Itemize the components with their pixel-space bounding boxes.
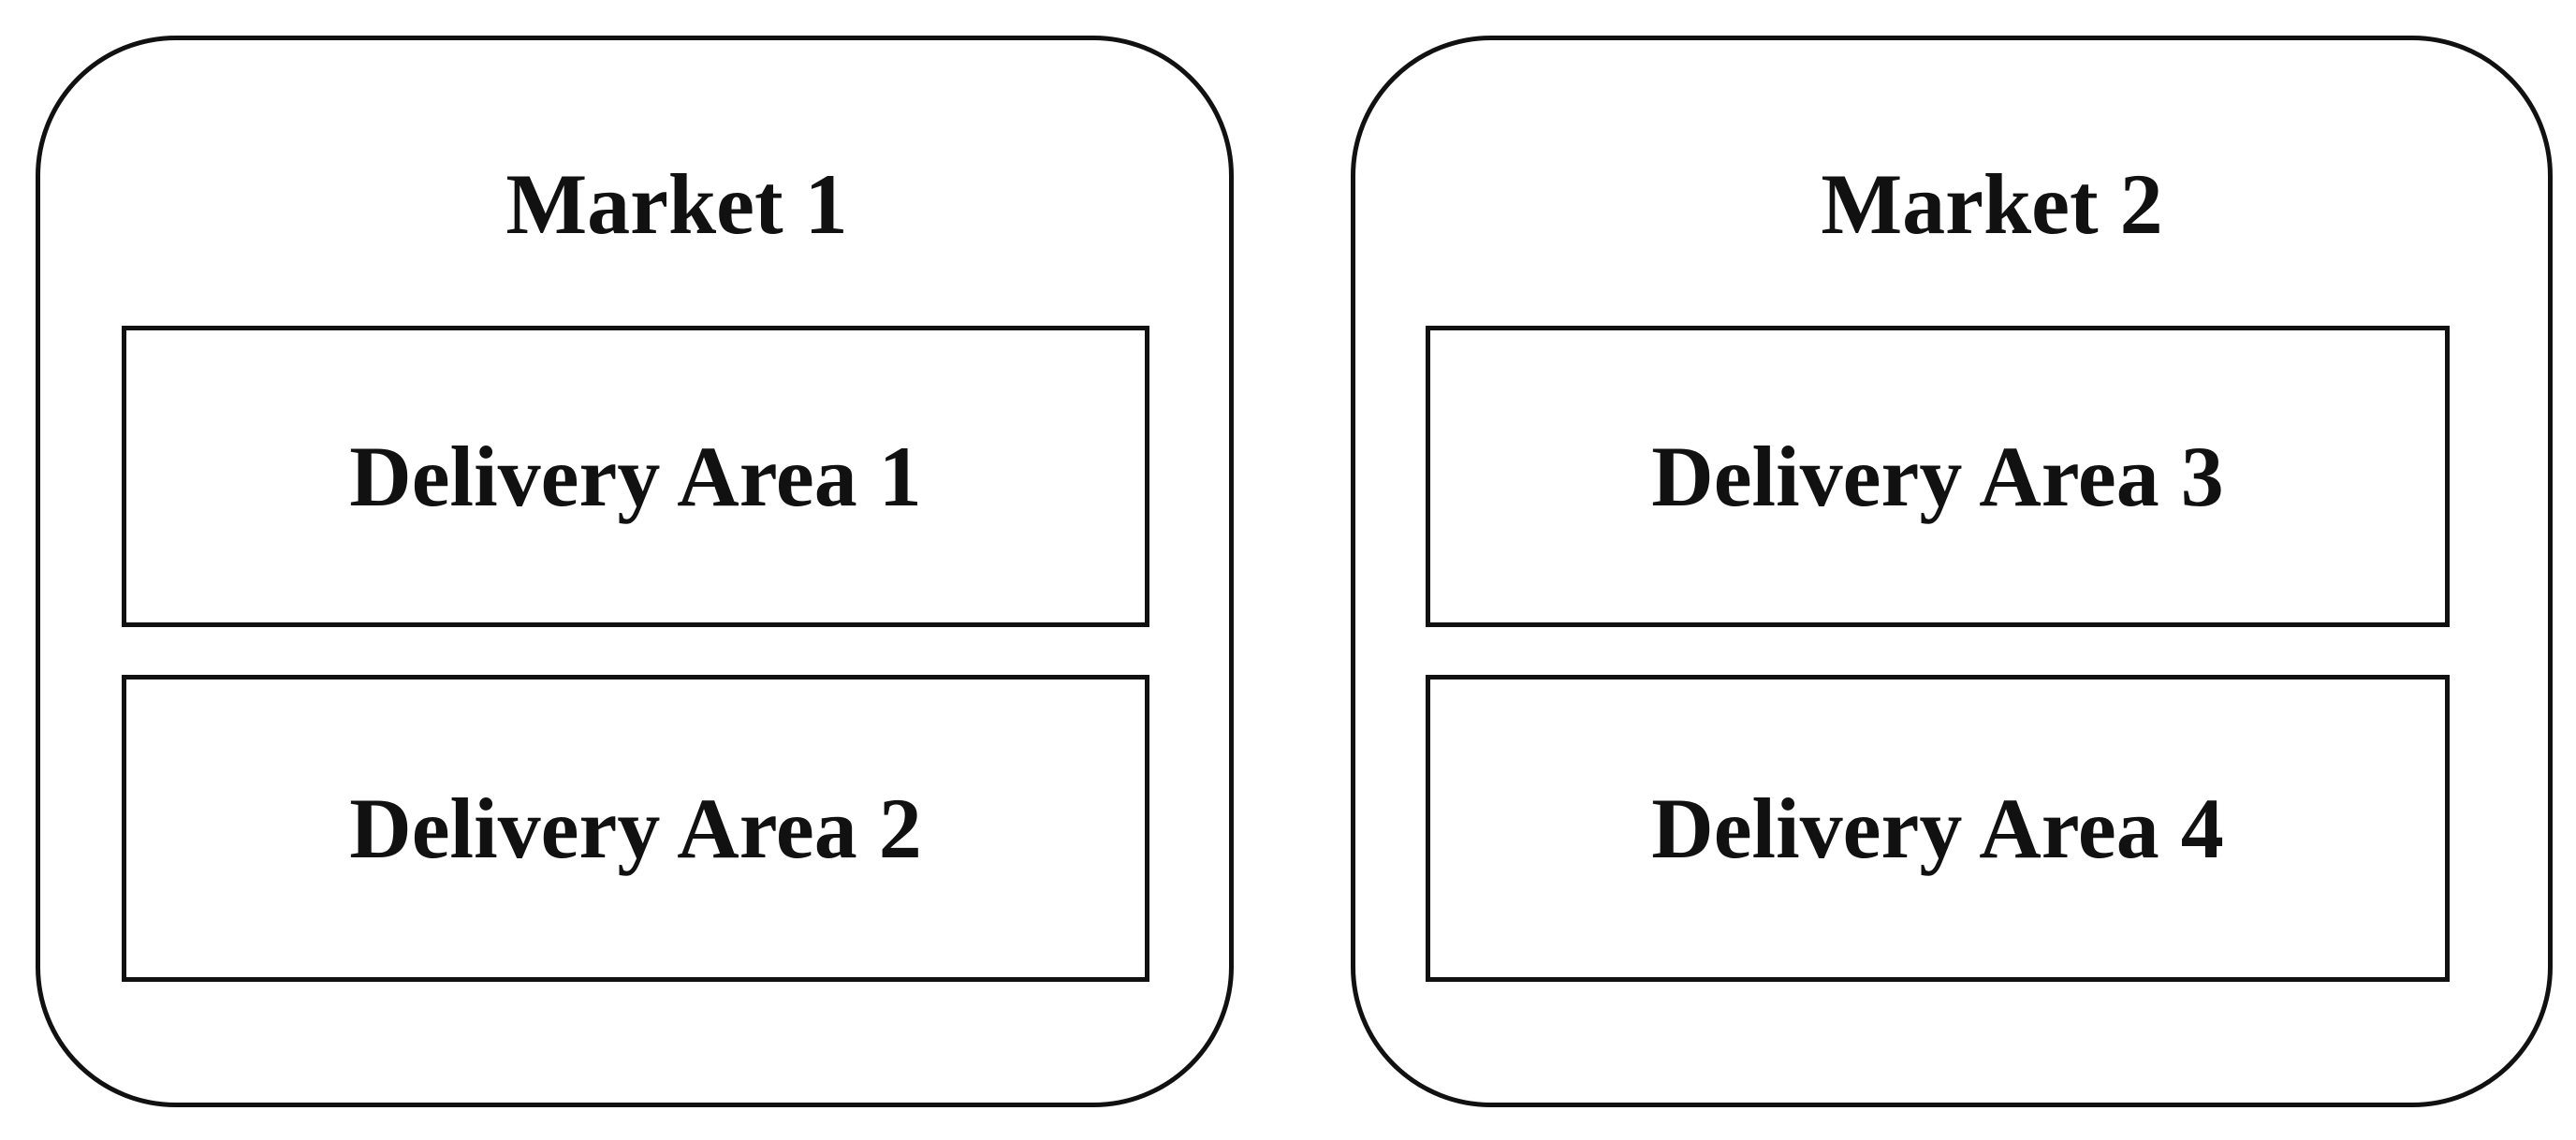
delivery-area-1-box: Delivery Area 1 <box>122 326 1149 627</box>
market-2-container: Market 2 Delivery Area 3 Delivery Area 4 <box>1351 36 2553 1107</box>
market-2-title: Market 2 <box>1821 156 2163 252</box>
market-1-container: Market 1 Delivery Area 1 Delivery Area 2 <box>36 36 1234 1107</box>
delivery-area-4-box: Delivery Area 4 <box>1426 675 2450 982</box>
delivery-area-3-box: Delivery Area 3 <box>1426 326 2450 627</box>
delivery-area-2-box: Delivery Area 2 <box>122 675 1149 982</box>
market-1-title: Market 1 <box>505 156 848 252</box>
